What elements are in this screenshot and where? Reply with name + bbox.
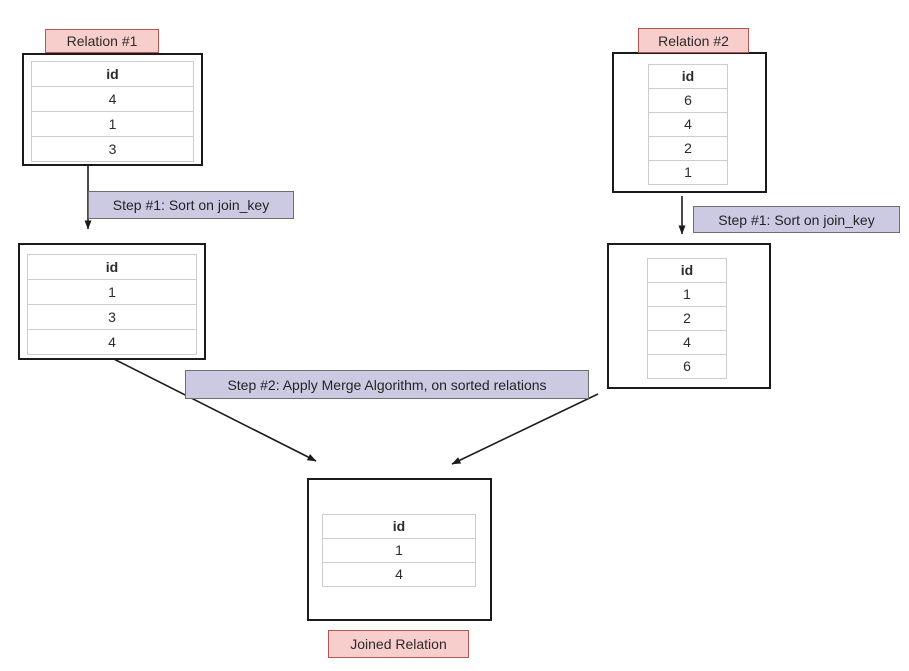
table-cell: 2 <box>649 137 727 161</box>
table-cell: 3 <box>108 141 117 157</box>
table-cell: 4 <box>649 113 727 137</box>
joined-relation-box: id 1 4 <box>307 478 492 621</box>
joined-relation-table: id 1 4 <box>322 514 476 587</box>
step1-left-label: Step #1: Sort on join_key <box>88 191 294 219</box>
sorted-relation1-box: id 1 3 4 <box>18 243 206 360</box>
relation2-table: id 6 4 2 1 <box>648 64 728 185</box>
table-cell: 3 <box>28 305 196 330</box>
table-cell: 1 <box>28 280 196 305</box>
relation2-box: id 6 4 2 1 <box>612 52 767 193</box>
arrow-merge-right-icon <box>451 393 599 465</box>
table-cell: 6 <box>649 89 727 113</box>
table-cell: 6 <box>683 358 691 374</box>
arrow-merge-left-icon <box>103 353 317 462</box>
table-cell: 4 <box>108 334 116 350</box>
table-header-cell: id <box>32 62 193 87</box>
sorted-relation2-table: id 1 2 4 6 <box>647 258 727 379</box>
sorted-relation2-box: id 1 2 4 6 <box>607 243 771 389</box>
relation1-label: Relation #1 <box>45 29 159 53</box>
relation1-table: id 4 1 3 <box>31 61 194 162</box>
table-cell: 1 <box>648 283 726 307</box>
table-cell: 4 <box>32 87 193 112</box>
relation1-box: id 4 1 3 <box>22 53 203 166</box>
table-header-cell: id <box>649 65 727 89</box>
relation2-label: Relation #2 <box>638 28 749 53</box>
step1-right-label: Step #1: Sort on join_key <box>693 206 900 233</box>
table-cell: 4 <box>395 566 403 582</box>
table-cell: 1 <box>32 112 193 137</box>
table-header-cell: id <box>28 255 196 280</box>
table-cell: 2 <box>648 307 726 331</box>
table-cell: 1 <box>684 164 692 180</box>
step2-label: Step #2: Apply Merge Algorithm, on sorte… <box>185 370 589 399</box>
table-cell: 4 <box>648 331 726 355</box>
joined-relation-label: Joined Relation <box>328 630 469 658</box>
table-header-cell: id <box>323 515 475 539</box>
table-cell: 1 <box>323 539 475 563</box>
sorted-relation1-table: id 1 3 4 <box>27 254 197 355</box>
table-header-cell: id <box>648 259 726 283</box>
